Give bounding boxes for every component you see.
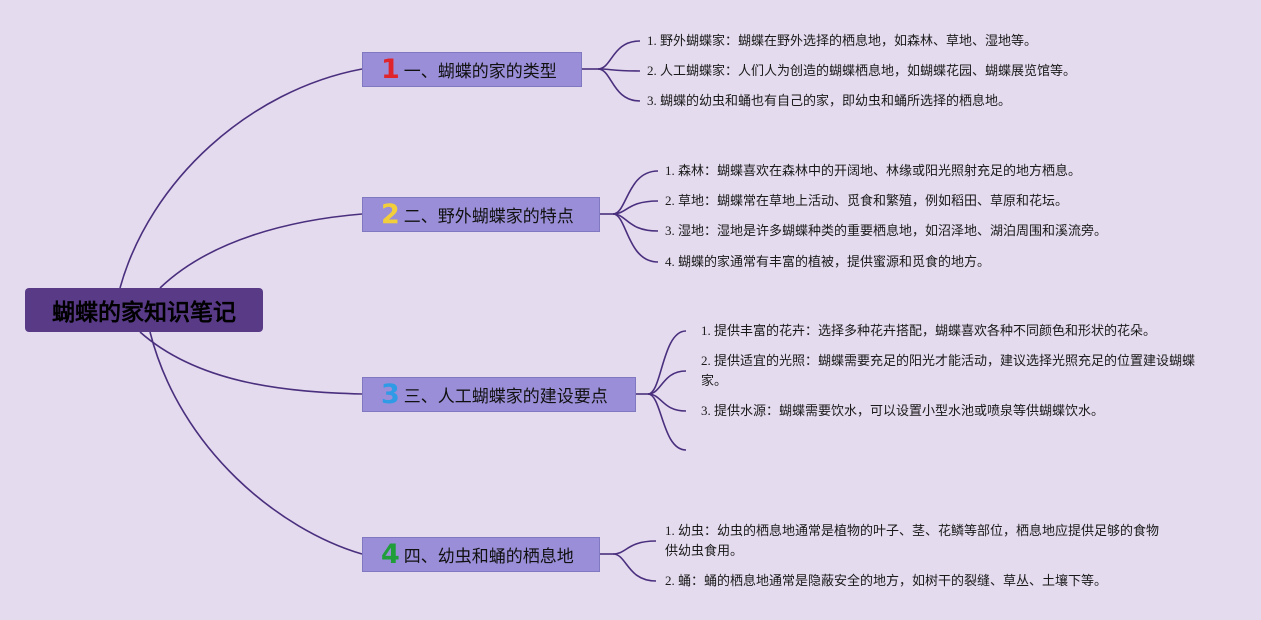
root-link-3 [139, 331, 363, 395]
leaf-3-3[interactable]: 3. 提供水源：蝴蝶需要饮水，可以设置小型水池或喷泉等供蝴蝶饮水。 [701, 403, 1105, 418]
fan-link-4-1 [612, 540, 657, 555]
fan-link-3-2 [647, 370, 687, 395]
leaf-3-2[interactable]: 2. 提供适宜的光照：蝴蝶需要充足的阳光才能活动，建议选择光照充足的位置建设蝴蝶… [701, 353, 1196, 388]
fan-link-1-3 [597, 68, 641, 102]
fan-link-3-1 [647, 330, 687, 395]
leaf-4-2[interactable]: 2. 蛹：蛹的栖息地通常是隐蔽安全的地方，如树干的裂缝、草丛、土壤下等。 [665, 573, 1108, 588]
number-2-icon: 2 [381, 199, 400, 230]
leaf-3-1[interactable]: 1. 提供丰富的花卉：选择多种花卉搭配，蝴蝶喜欢各种不同颜色和形状的花朵。 [701, 323, 1157, 338]
leaf-1-3[interactable]: 3. 蝴蝶的幼虫和蛹也有自己的家，即幼虫和蛹所选择的栖息地。 [647, 93, 1012, 108]
branch-4-title: 四、幼虫和蛹的栖息地 [403, 547, 574, 567]
branch-2-topic[interactable]: 2 二、野外蝴蝶家的特点 [362, 197, 600, 232]
fan-link-2-2 [612, 200, 659, 215]
fan-link-2-3 [612, 213, 659, 232]
fan-link-2-4 [612, 213, 659, 263]
root-link-2 [159, 213, 363, 289]
leaf-2-3[interactable]: 3. 湿地：湿地是许多蝴蝶种类的重要栖息地，如沼泽地、湖泊周围和溪流旁。 [665, 223, 1108, 238]
root-topic[interactable]: 蝴蝶的家知识笔记 [25, 288, 263, 332]
branch-2-title: 二、野外蝴蝶家的特点 [403, 207, 574, 227]
branch-3-topic[interactable]: 3 三、人工蝴蝶家的建设要点 [362, 377, 636, 412]
leaf-1-2[interactable]: 2. 人工蝴蝶家：人们人为创造的蝴蝶栖息地，如蝴蝶花园、蝴蝶展览馆等。 [647, 63, 1077, 78]
root-title: 蝴蝶的家知识笔记 [52, 300, 236, 326]
leaf-2-2[interactable]: 2. 草地：蝴蝶常在草地上活动、觅食和繁殖，例如稻田、草原和花坛。 [665, 193, 1069, 208]
leaf-2-4[interactable]: 4. 蝴蝶的家通常有丰富的植被，提供蜜源和觅食的地方。 [665, 254, 991, 269]
number-4-icon: 4 [381, 539, 400, 570]
branch-1-title: 一、蝴蝶的家的类型 [403, 62, 557, 82]
number-3-icon: 3 [381, 379, 400, 410]
leaf-1-1[interactable]: 1. 野外蝴蝶家：蝴蝶在野外选择的栖息地，如森林、草地、湿地等。 [647, 33, 1038, 48]
root-link-4 [149, 331, 363, 555]
branch-1-topic[interactable]: 1 一、蝴蝶的家的类型 [362, 52, 582, 87]
root-link-1 [119, 68, 363, 289]
fan-link-4-2 [612, 553, 657, 582]
leaf-4-1[interactable]: 1. 幼虫：幼虫的栖息地通常是植物的叶子、茎、花鳞等部位，栖息地应提供足够的食物… [665, 523, 1160, 558]
number-1-icon: 1 [381, 54, 400, 85]
branch-4-topic[interactable]: 4 四、幼虫和蛹的栖息地 [362, 537, 600, 572]
leaf-2-1[interactable]: 1. 森林：蝴蝶喜欢在森林中的开阔地、林缘或阳光照射充足的地方栖息。 [665, 163, 1082, 178]
fan-link-1-1 [597, 40, 641, 70]
fan-link-2-1 [612, 170, 659, 215]
branch-3-title: 三、人工蝴蝶家的建设要点 [403, 387, 608, 407]
fan-link-3-4 [647, 393, 687, 451]
